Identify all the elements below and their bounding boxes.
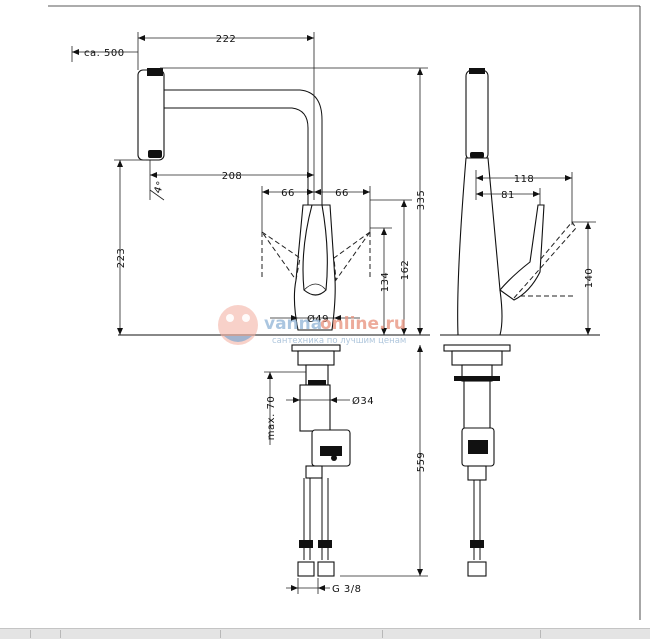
frog-logo <box>218 305 258 345</box>
front-view: 222 ca. 500 208 4° 223 66 66 <box>71 32 430 595</box>
dim-thread-length: max. 70 <box>266 396 277 440</box>
page-frame <box>48 5 641 620</box>
lever-swing-left <box>261 231 301 282</box>
bottom-strip <box>0 628 650 639</box>
dim-base-diameter: Ø49 <box>307 313 329 325</box>
dim-lever-reach-side: 118 <box>514 174 535 185</box>
side-view: 118 81 140 <box>440 68 600 577</box>
dim-aerator-offset: 208 <box>222 171 243 182</box>
dim-hose-length: 559 <box>416 452 427 473</box>
dim-reach-note: ca. 500 <box>84 48 125 59</box>
spout <box>148 89 323 210</box>
lever-swing-right <box>333 231 371 282</box>
dim-lever-left: 66 <box>281 188 295 199</box>
spray-head <box>137 69 165 161</box>
dim-height-total: 335 <box>416 190 427 211</box>
dim-spout-reach: 222 <box>216 34 237 45</box>
side-lever <box>499 204 545 301</box>
dim-lever-height: 134 <box>380 272 391 293</box>
watermark-tagline: сантехника по лучшим ценам <box>272 336 406 346</box>
watermark-brand-part1: vanna <box>264 314 322 334</box>
dim-spout-height: 223 <box>116 248 127 269</box>
watermark: vanna online.ru сантехника по лучшим цен… <box>218 305 406 346</box>
dim-lever-offset-side: 81 <box>501 190 515 201</box>
watermark-brand-part2: online.ru <box>320 314 406 334</box>
side-body <box>457 157 503 336</box>
dim-shank-diameter: Ø34 <box>352 395 374 407</box>
dim-lever-height-side: 140 <box>584 268 595 289</box>
lever <box>302 204 328 296</box>
dim-connection: G 3/8 <box>332 584 362 595</box>
dim-swing-angle: 4° <box>152 180 167 195</box>
dim-lever-right: 66 <box>335 188 349 199</box>
dim-lever-height-full: 162 <box>400 260 411 281</box>
